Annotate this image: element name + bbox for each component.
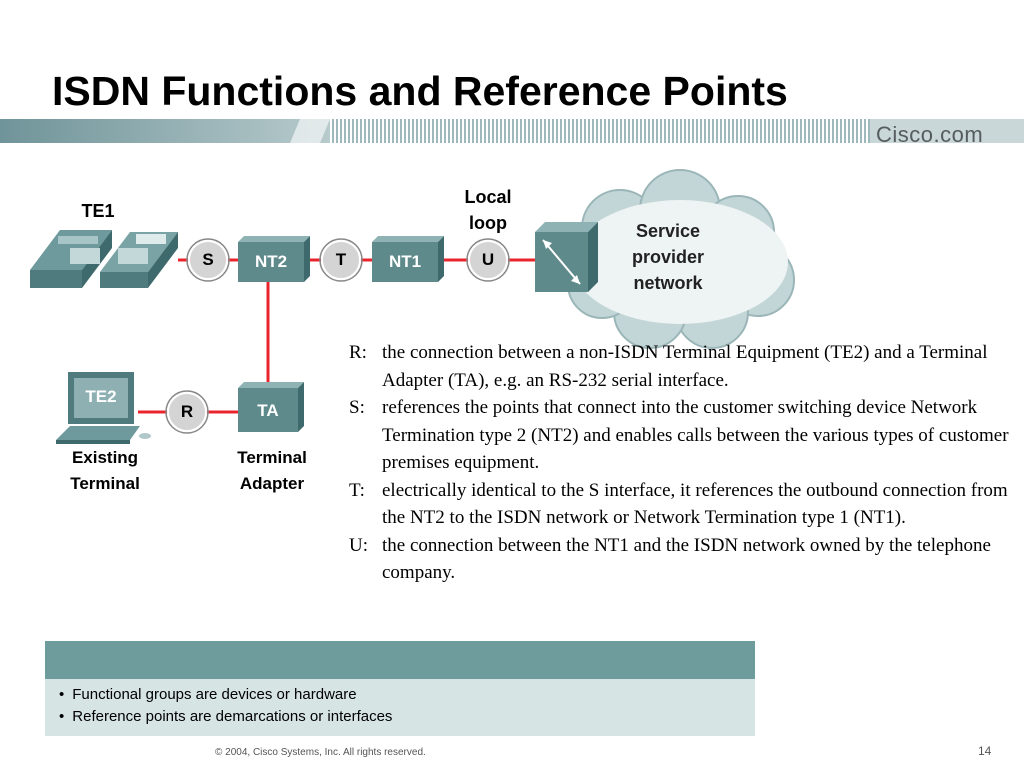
- definition-text: the connection between the NT1 and the I…: [382, 534, 991, 584]
- definition-key: T:: [349, 479, 365, 501]
- u-label: U: [481, 250, 495, 269]
- brand-bar: [0, 119, 1024, 143]
- bullet-item: Functional groups are devices or hardwar…: [59, 684, 392, 706]
- definition-key: R:: [349, 342, 367, 363]
- local-loop-label: Local loop: [464, 187, 512, 233]
- definition-s: S: references the points that connect in…: [349, 394, 1014, 477]
- phone-icon: [100, 232, 178, 288]
- computer-icon: [56, 372, 151, 444]
- existing-terminal-label: Existing Terminal: [70, 448, 140, 493]
- definition-text: electrically identical to the S interfac…: [382, 479, 1008, 529]
- nt1-label: NT1: [388, 252, 422, 271]
- u-point: [468, 240, 508, 280]
- ta-box: [238, 382, 304, 432]
- nt2-label: NT2: [254, 252, 288, 271]
- bullet-list: Functional groups are devices or hardwar…: [59, 684, 392, 728]
- cloud-icon: [567, 169, 795, 349]
- s-point: [188, 240, 228, 280]
- definition-r: R: the connection between a non-ISDN Ter…: [349, 339, 1014, 394]
- t-point: [321, 240, 361, 280]
- definition-text: references the points that connect into …: [382, 397, 1009, 473]
- cloud-label: Service provider network: [631, 221, 705, 293]
- ta-label: TA: [257, 401, 279, 420]
- page-number: 14: [978, 744, 992, 758]
- summary-panel: Functional groups are devices or hardwar…: [45, 641, 755, 736]
- panel-header: [45, 641, 755, 679]
- definition-text: the connection between a non-ISDN Termin…: [382, 342, 988, 391]
- definition-key: S:: [349, 397, 365, 418]
- s-label: S: [202, 250, 214, 269]
- terminal-adapter-label: Terminal Adapter: [237, 448, 307, 493]
- definition-key: U:: [349, 534, 368, 556]
- switch-icon: [535, 222, 598, 292]
- definition-u: U: the connection between the NT1 and th…: [349, 532, 1014, 587]
- r-label: R: [180, 402, 194, 421]
- te1-label: TE1: [81, 201, 115, 221]
- bullet-item: Reference points are demarcations or int…: [59, 706, 392, 728]
- nt2-box: [238, 236, 310, 282]
- phone-icon: [30, 230, 112, 288]
- copyright-footer: © 2004, Cisco Systems, Inc. All rights r…: [215, 747, 426, 758]
- definition-t: T: electrically identical to the S inter…: [349, 477, 1014, 532]
- nt1-box: [372, 236, 444, 282]
- page-title: ISDN Functions and Reference Points: [52, 68, 788, 114]
- t-label: T: [335, 250, 347, 269]
- te2-label: TE2: [85, 387, 117, 406]
- cisco-logo: Cisco.com: [876, 122, 984, 147]
- r-point: [167, 392, 207, 432]
- definitions-list: R: the connection between a non-ISDN Ter…: [349, 339, 1014, 587]
